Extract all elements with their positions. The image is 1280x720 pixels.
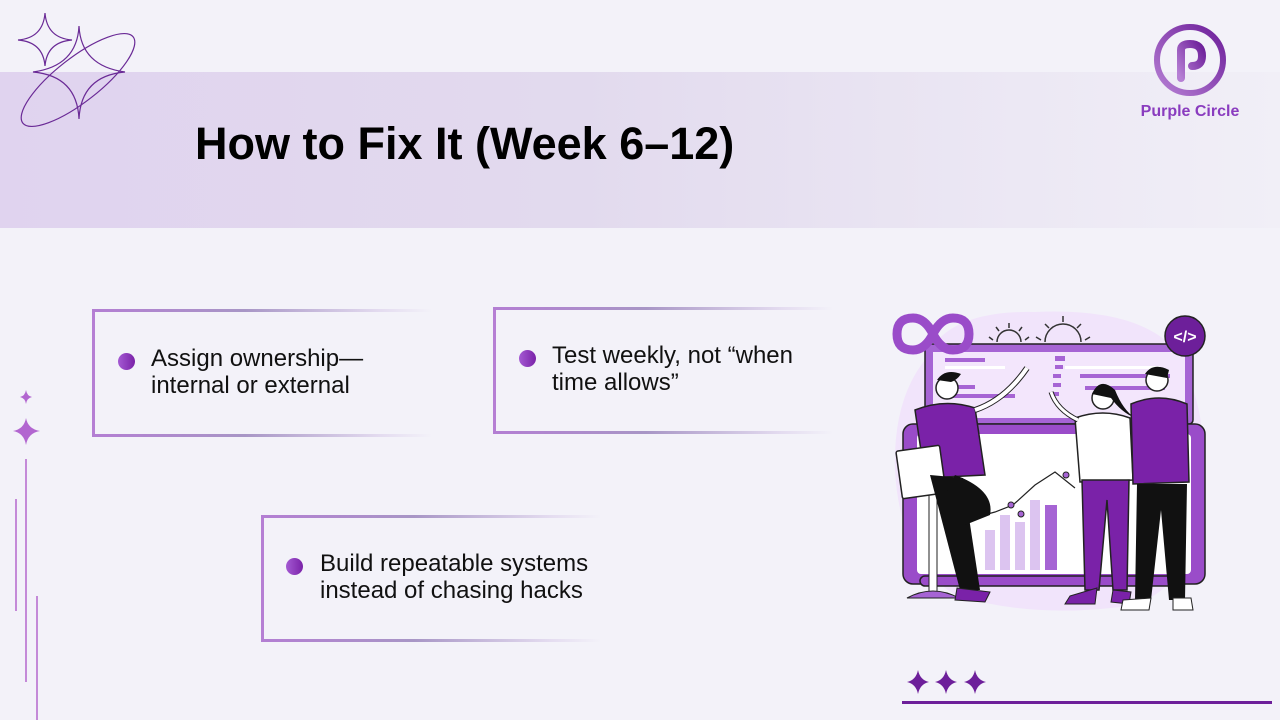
bullet-line-1: Assign ownership—: [151, 345, 364, 372]
card-border-bottom: [92, 434, 432, 437]
card-border-left: [493, 307, 496, 434]
bullet-line-1: Test weekly, not “when: [552, 342, 793, 369]
bullet-dot-icon: [519, 350, 536, 367]
card-border-left: [261, 515, 264, 642]
card-border-top: [92, 309, 432, 312]
code-badge-text: </>: [1173, 329, 1196, 346]
bullet-card-systems: Build repeatable systems instead of chas…: [261, 515, 601, 642]
sparkle-orbit-decoration-icon: [17, 12, 136, 128]
team-dashboard-illustration-icon: </>: [892, 311, 1206, 611]
purple-circle-logo-icon: [1154, 24, 1226, 96]
card-border-top: [493, 307, 833, 310]
bullet-text: Assign ownership— internal or external: [151, 345, 363, 399]
card-border-left: [92, 309, 95, 437]
card-border-bottom: [493, 431, 833, 434]
bullet-text: Test weekly, not “when time allows”: [552, 342, 793, 396]
brand-name: Purple Circle: [1140, 103, 1240, 120]
bullet-dot-icon: [286, 558, 303, 575]
bullet-card-ownership: Assign ownership— internal or external: [92, 309, 432, 437]
bullet-text: Build repeatable systems instead of chas…: [320, 550, 588, 604]
card-border-top: [261, 515, 601, 518]
bullet-line-2: time allows”: [552, 369, 679, 396]
card-border-bottom: [261, 639, 601, 642]
bullet-line-2: instead of chasing hacks: [320, 577, 583, 604]
page-title: How to Fix It (Week 6–12): [195, 118, 735, 169]
three-stars-decoration-icon: [907, 670, 986, 694]
footer-divider: [902, 701, 1272, 704]
bullet-card-testing: Test weekly, not “when time allows”: [493, 307, 833, 434]
bullet-dot-icon: [118, 353, 135, 370]
sparkle-lines-decoration-icon: [13, 390, 40, 720]
header-band: [0, 72, 1280, 228]
bullet-line-2: internal or external: [151, 372, 350, 399]
bullet-line-1: Build repeatable systems: [320, 550, 589, 577]
